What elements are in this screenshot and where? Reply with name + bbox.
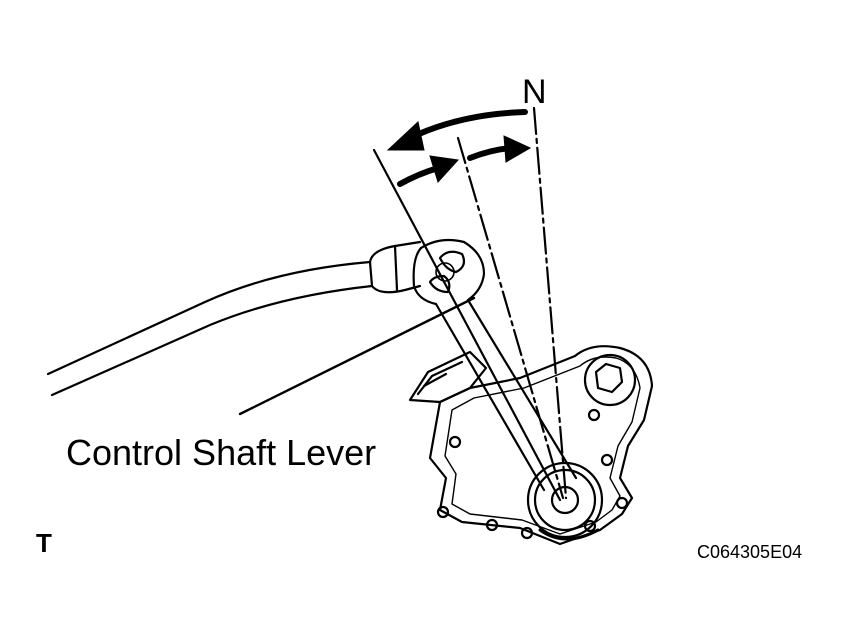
hex-bolt [583,353,637,407]
arrow-cw-short-right-head [503,135,532,163]
arrow-cw-short-left [397,165,441,187]
case-bolt-holes [436,408,629,540]
corner-mark: T [36,528,52,558]
rotation-arrows [386,109,532,187]
reference-line-middle [456,136,565,500]
control-shaft-lever [412,238,578,492]
control-shaft-lever-label: Control Shaft Lever [66,432,376,473]
arrow-cw-short-right [467,145,513,161]
wrench-handle [46,260,374,397]
arrow-cw-short-left-head [429,155,460,183]
neutral-position-label: N [522,73,547,111]
neutral-line [532,106,568,500]
shaft-pivot [526,461,604,541]
label-leader-line [238,296,476,416]
wrench-socket [368,240,422,294]
arrow-ccw-long-head [386,121,425,151]
reference-line-left [372,148,562,502]
arrow-ccw-long [407,109,528,141]
figure-code: C064305E04 [697,542,802,562]
transmission-case [408,345,654,546]
